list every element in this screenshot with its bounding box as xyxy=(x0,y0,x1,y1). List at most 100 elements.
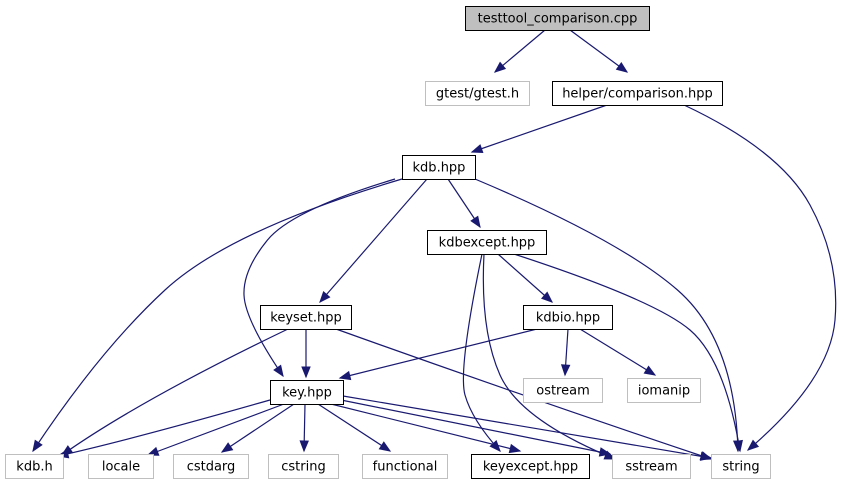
edge-line xyxy=(319,178,428,303)
node-box xyxy=(612,454,691,479)
arrowhead xyxy=(220,442,234,453)
node-kdbio[interactable]: kdbio.hpp xyxy=(523,305,613,330)
edge-kdbexcept-to-string xyxy=(513,253,743,453)
edge-line xyxy=(462,253,501,452)
arrowhead xyxy=(273,364,284,378)
node-box xyxy=(427,230,547,255)
arrowhead xyxy=(560,364,571,377)
arrowhead xyxy=(615,61,629,73)
node-label: cstdarg xyxy=(187,460,236,475)
arrowhead xyxy=(338,370,352,381)
edge-kdbio-to-keyhpp xyxy=(338,328,538,381)
edge-kdbhpp-to-kdbexcept xyxy=(447,178,481,229)
edge-helper-to-kdbhpp xyxy=(470,104,608,154)
edge-keyhpp-to-locale xyxy=(146,403,285,456)
edge-kdbexcept-to-kdbio xyxy=(497,253,554,303)
node-box xyxy=(362,454,448,479)
nodes-layer: testtool_comparison.cpp gtest/gtest.h help… xyxy=(5,6,771,479)
edge-keyhpp-to-cstring xyxy=(299,403,309,453)
edge-keyhpp-to-keyexcept xyxy=(330,403,522,454)
node-string: string xyxy=(711,454,771,479)
arrowhead xyxy=(32,439,43,453)
node-box xyxy=(260,305,352,330)
edge-keyhpp-to-sstream xyxy=(340,399,612,457)
edge-helper-to-string xyxy=(683,104,837,451)
arrowhead xyxy=(470,215,481,229)
node-box xyxy=(402,155,476,180)
edge-line xyxy=(330,403,521,452)
node-ostream: ostream xyxy=(523,378,603,403)
edge-keyset-to-kdbh xyxy=(60,328,289,456)
node-label: sstream xyxy=(625,460,677,475)
edge-line xyxy=(339,328,538,379)
edge-line xyxy=(340,399,611,455)
edge-kdbio-to-ostream xyxy=(560,328,571,377)
edge-line xyxy=(474,178,739,452)
node-box xyxy=(523,305,613,330)
node-label: gtest/gtest.h xyxy=(436,87,519,102)
node-keyhpp[interactable]: key.hpp xyxy=(270,380,344,405)
arrowhead xyxy=(746,439,760,451)
edge-line xyxy=(221,403,295,453)
node-kdbexcept[interactable]: kdbexcept.hpp xyxy=(427,230,547,255)
arrowhead xyxy=(301,366,311,379)
node-kdbhpp[interactable]: kdb.hpp xyxy=(402,155,476,180)
arrowhead xyxy=(470,144,484,154)
node-label: keyset.hpp xyxy=(270,311,342,326)
arrowhead xyxy=(733,439,743,453)
edge-line xyxy=(497,253,553,303)
node-label: string xyxy=(722,460,759,475)
edge-testtool-to-helper xyxy=(569,29,629,73)
edge-keyhpp-to-cstdarg xyxy=(220,403,295,453)
node-box xyxy=(711,454,771,479)
node-label: key.hpp xyxy=(282,386,332,401)
edge-line xyxy=(482,253,616,460)
edge-line xyxy=(147,403,285,456)
arrowhead xyxy=(299,440,309,453)
node-cstring: cstring xyxy=(268,454,339,479)
node-box xyxy=(425,81,530,106)
node-label: keyexcept.hpp xyxy=(483,460,578,475)
arrowhead xyxy=(598,447,612,457)
edge-line xyxy=(471,104,608,153)
edge-keyhpp-to-functional xyxy=(317,403,392,452)
arrowhead xyxy=(493,61,507,73)
node-label: cstring xyxy=(281,460,325,475)
edge-line xyxy=(579,328,656,376)
arrowhead xyxy=(699,451,713,461)
edge-line xyxy=(569,29,628,73)
arrowhead xyxy=(643,365,657,376)
edge-line xyxy=(513,253,741,452)
node-iomanip: iomanip xyxy=(627,378,701,403)
node-label: kdbio.hpp xyxy=(536,311,600,326)
node-label: functional xyxy=(373,460,438,475)
edge-line xyxy=(317,403,391,452)
edge-line xyxy=(494,29,546,73)
node-box xyxy=(465,6,650,31)
edge-kdbexcept-to-sstream xyxy=(482,253,617,460)
edge-line xyxy=(57,399,271,457)
node-label: helper/comparison.hpp xyxy=(562,87,713,102)
edge-line xyxy=(32,178,403,452)
node-helper[interactable]: helper/comparison.hpp xyxy=(552,81,723,106)
node-label: testtool_comparison.cpp xyxy=(478,12,638,27)
node-testtool[interactable]: testtool_comparison.cpp xyxy=(465,6,650,31)
edge-keyhpp-to-string xyxy=(342,395,713,461)
node-functional: functional xyxy=(362,454,448,479)
node-box xyxy=(173,454,249,479)
edge-line xyxy=(342,395,712,459)
node-cstdarg: cstdarg xyxy=(173,454,249,479)
node-label: ostream xyxy=(536,384,590,399)
node-keyexcept[interactable]: keyexcept.hpp xyxy=(471,454,590,479)
arrowhead xyxy=(508,443,522,454)
node-sstream: sstream xyxy=(612,454,691,479)
node-gtest: gtest/gtest.h xyxy=(425,81,530,106)
node-box xyxy=(523,378,603,403)
edge-kdbhpp-to-kdbh xyxy=(32,178,403,453)
node-label: kdb.h xyxy=(16,460,52,475)
node-box xyxy=(552,81,723,106)
node-keyset[interactable]: keyset.hpp xyxy=(260,305,352,330)
node-label: kdb.hpp xyxy=(413,161,466,176)
edges-layer xyxy=(32,29,837,461)
